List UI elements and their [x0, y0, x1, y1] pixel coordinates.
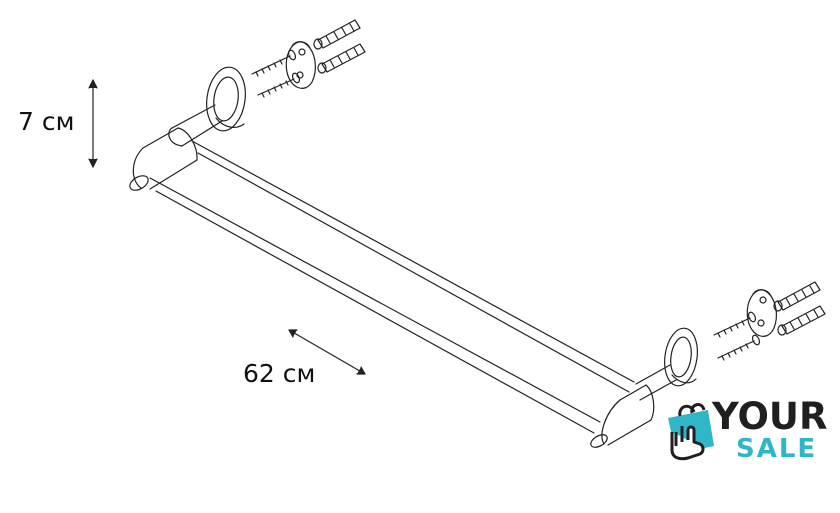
brand-logo: YOUR SALE	[664, 398, 834, 468]
upper-rail	[191, 140, 635, 393]
right-support-arm	[635, 364, 677, 401]
shopping-bag-hand-icon	[668, 403, 714, 461]
height-dimension-label: 7 см	[18, 107, 75, 136]
brand-word-sale: SALE	[736, 434, 818, 464]
right-mounting-plate	[746, 289, 777, 337]
width-dimension-label: 62 см	[243, 359, 316, 388]
left-end-cap	[129, 127, 198, 191]
left-mounting-plate	[285, 41, 316, 89]
width-dimension-arrow	[288, 329, 366, 375]
right-wall-flange	[664, 327, 698, 387]
right-wall-plugs-icon	[773, 281, 826, 336]
left-screws-icon	[251, 49, 301, 98]
brand-word-your: YOUR	[712, 395, 828, 438]
left-support-arm	[168, 104, 223, 147]
lower-rail	[149, 177, 601, 434]
left-wall-plugs-icon	[313, 19, 366, 74]
left-wall-flange	[206, 66, 246, 132]
right-end-cap	[590, 384, 655, 448]
height-dimension-arrow	[88, 79, 98, 168]
right-screws-icon	[713, 311, 761, 361]
